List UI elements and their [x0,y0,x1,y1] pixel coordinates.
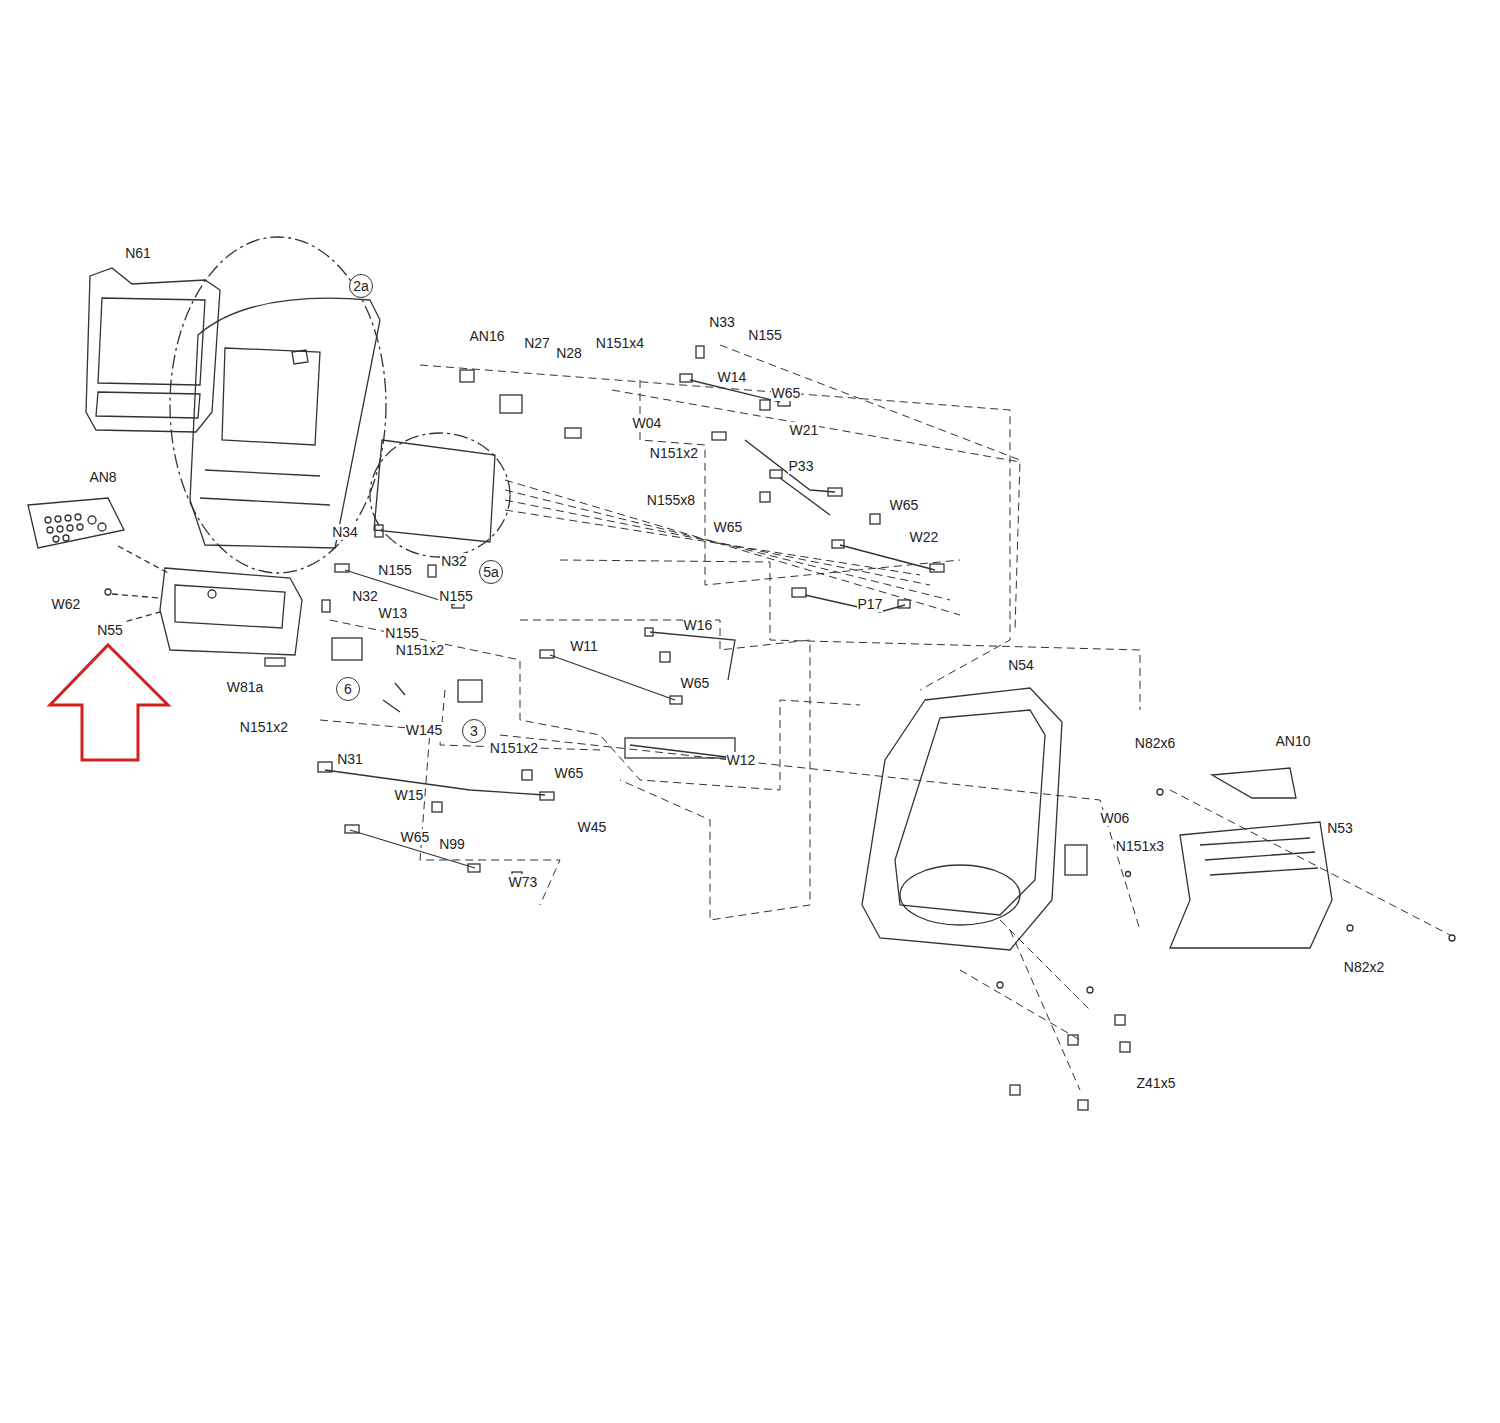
part-label: W13 [378,605,409,621]
screen [222,348,320,445]
group-outline [370,433,510,557]
part-label: N61 [124,245,152,261]
front-panel [86,268,220,432]
part-label: N82x2 [1343,959,1385,975]
callout-circle: 2a [349,274,373,298]
part-label: N34 [331,524,359,540]
callout-number: 6 [344,681,352,697]
part-label: P17 [857,596,884,612]
part-label: N32 [351,588,379,604]
part-label: AN8 [88,469,117,485]
part-label: N28 [555,345,583,361]
bracket [1065,845,1087,875]
part-label: N54 [1007,657,1035,673]
housing-inner [895,710,1045,915]
part-label: N33 [708,314,736,330]
callout-number: 5a [483,564,499,580]
part-label: W11 [569,638,599,654]
keypad [28,498,124,548]
part-label: P33 [788,458,815,474]
callout-circle: 6 [336,677,360,701]
housing-edge [200,470,330,505]
callout-number: 3 [470,723,478,739]
part-label: N82x6 [1134,735,1176,751]
cover-ribs [1200,838,1318,875]
label-plate [1212,768,1296,798]
part-label: W14 [717,369,748,385]
display-window [175,585,285,628]
part-label: AN16 [468,328,505,344]
callout-circle: 5a [479,560,503,584]
console-housing [190,298,380,548]
part-label: N155 [438,588,473,604]
part-label: N155 [384,625,419,641]
part-label: W16 [683,617,714,633]
cable [318,374,944,884]
part-label: N151x2 [649,445,699,461]
part-label: N31 [336,751,364,767]
part-label: N151x4 [595,335,645,351]
clip [265,346,880,812]
part-label: N32 [440,553,468,569]
rear-housing [862,688,1062,950]
part-label: W65 [554,765,585,781]
key-buttons [45,514,106,542]
part-label: N151x3 [1115,838,1165,854]
part-label: N151x2 [395,642,445,658]
part-label: AN10 [1274,733,1311,749]
wire-tie [383,683,405,712]
circuit-board [374,440,495,542]
part-label: W21 [789,422,820,438]
part-label: W73 [508,874,539,890]
housing-opening [900,865,1020,925]
part-label: W65 [680,675,711,691]
part-label: Z41x5 [1136,1075,1177,1091]
part-label: W81a [226,679,265,695]
part-label: W06 [1100,810,1131,826]
part-label: W62 [51,596,82,612]
part-label: N55 [96,622,124,638]
panel-strip [96,392,200,418]
part-label: N155 [747,327,782,343]
rear-cover [1170,822,1332,948]
part-label: W45 [577,819,608,835]
part-label: N151x2 [489,740,539,756]
button [208,590,216,598]
part-label: W65 [889,497,920,513]
part-label: W04 [632,415,663,431]
part-label: N53 [1326,820,1354,836]
wire-route [320,345,1450,1090]
part-label: N151x2 [239,719,289,735]
group-outline [170,237,386,573]
part-label: W12 [726,752,757,768]
part-label: W65 [713,519,744,535]
callout-circle: 3 [462,719,486,743]
leader-line [112,546,170,624]
part-label: N27 [523,335,551,351]
part-label: W22 [909,529,940,545]
camera [292,350,308,364]
part-label: W65 [771,385,802,401]
callout-number: 2a [353,278,369,294]
part-label: N99 [438,836,466,852]
pointer-arrow [50,645,168,760]
part-label: W65 [400,829,431,845]
part-label: N155x8 [646,492,696,508]
screw [997,789,1455,1110]
button-cap [105,589,111,595]
part-label: W15 [394,787,425,803]
part-label: N155 [377,562,412,578]
base-console [160,568,302,655]
part-label: W145 [405,722,444,738]
